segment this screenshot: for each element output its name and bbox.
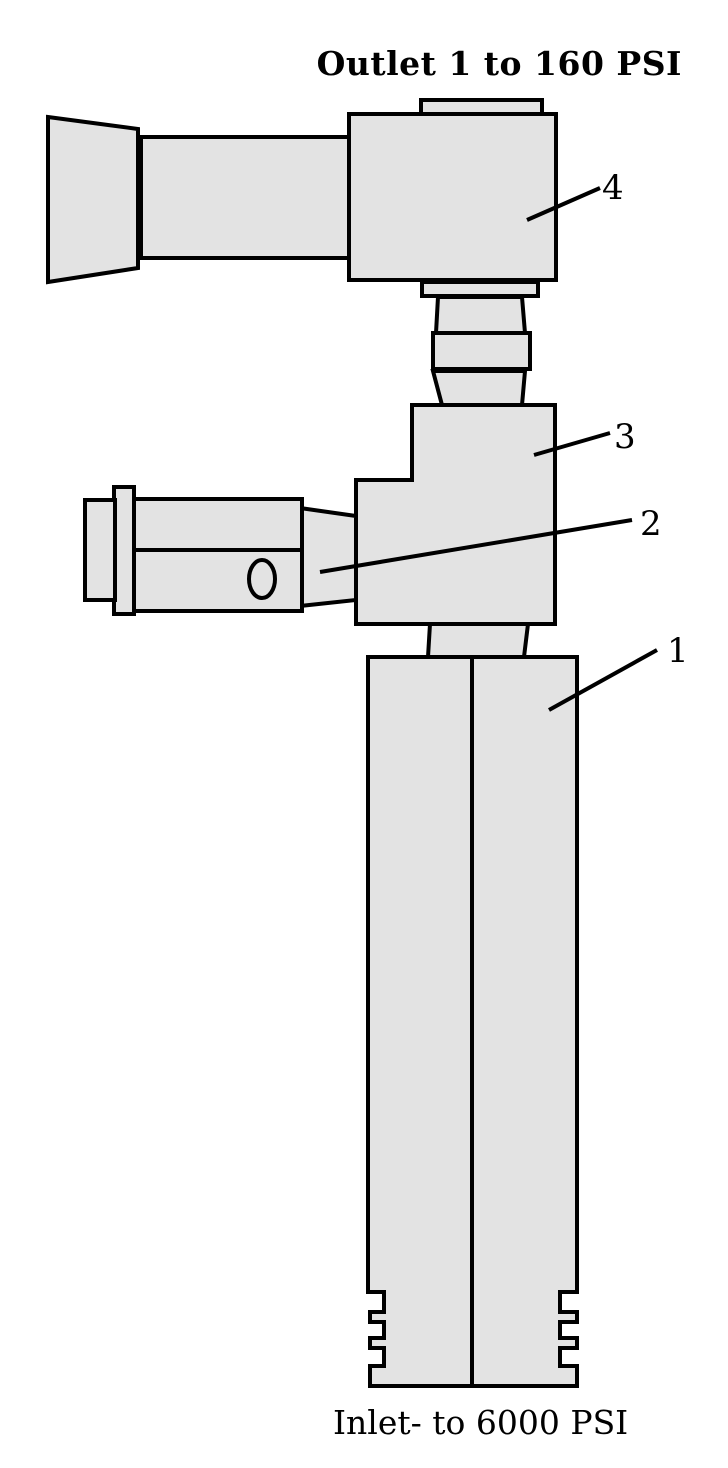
leader-lines <box>319 186 658 712</box>
gauge-body <box>130 497 304 613</box>
neck-lower <box>425 622 531 659</box>
outlet-tube <box>139 135 351 260</box>
callout-1: 1 <box>667 631 689 671</box>
outlet-bell <box>46 114 140 285</box>
gauge-port <box>247 558 277 600</box>
callout-4: 4 <box>602 168 624 208</box>
leader-line-4 <box>526 186 601 222</box>
leader-line-3 <box>533 431 611 457</box>
neck-washer <box>420 280 540 298</box>
gauge-taper <box>298 505 358 609</box>
leader-line-1 <box>548 648 658 712</box>
leader-line-2 <box>319 518 633 574</box>
gauge-assembly <box>83 485 358 616</box>
outlet-block <box>347 112 558 282</box>
inlet-label: Inlet- to 6000 PSI <box>333 1403 629 1442</box>
neck-taper <box>430 369 528 407</box>
neck-collar <box>431 331 532 371</box>
outlet-label: Outlet 1 to 160 PSI <box>316 44 682 83</box>
gauge-cap <box>83 498 117 602</box>
neck-top <box>433 295 528 335</box>
upper-neck <box>420 280 540 407</box>
outlet-assembly <box>46 98 558 285</box>
callout-3: 3 <box>614 417 636 457</box>
cylinder-body <box>366 655 579 1388</box>
callout-2: 2 <box>640 504 662 544</box>
regulator-block <box>354 403 557 626</box>
